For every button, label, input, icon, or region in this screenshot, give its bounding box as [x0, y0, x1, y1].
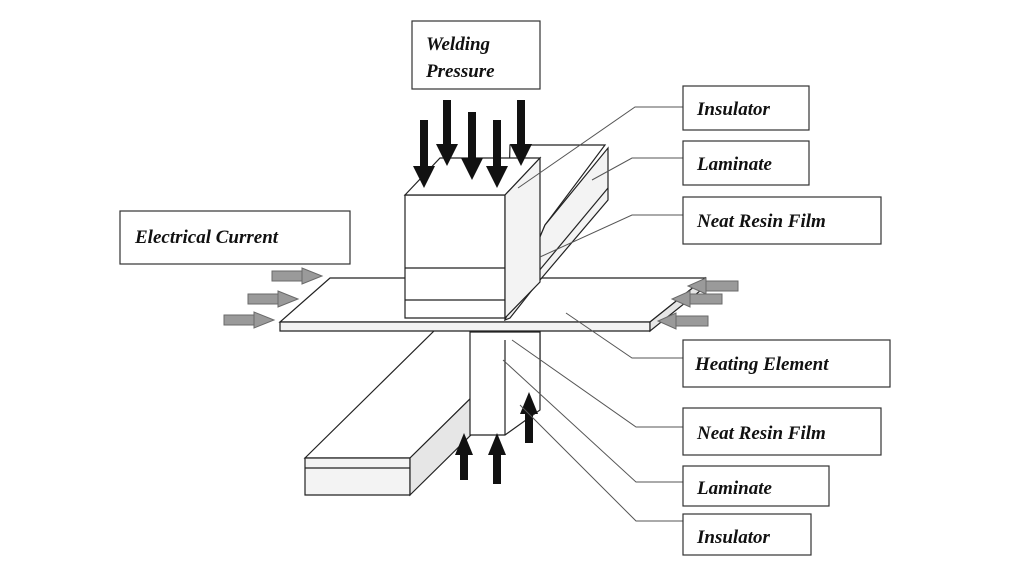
label-electrical-current: Electrical Current	[119, 210, 351, 265]
arrow-up-icon	[455, 433, 473, 480]
welding-pressure-label-line2: Pressure	[425, 61, 495, 82]
arrow-horizontal-icon	[686, 277, 739, 295]
label-heating-element: Heating Element	[682, 339, 891, 388]
arrow-down-icon	[436, 100, 458, 166]
arrow-up-icon	[488, 433, 506, 484]
arrow-down-icon	[461, 112, 483, 180]
laminate-top-label: Laminate	[696, 154, 773, 175]
arrow-horizontal-icon	[247, 290, 300, 308]
arrow-up-icon	[520, 392, 538, 443]
leader-lines	[502, 106, 683, 522]
arrow-down-icon	[486, 120, 508, 188]
neat-resin-film-top-label: Neat Resin Film	[696, 211, 826, 232]
label-neat-resin-film-top: Neat Resin Film	[682, 196, 882, 245]
welding-pressure-label-line1: Welding	[426, 34, 490, 55]
insulator-bottom-label: Insulator	[696, 527, 770, 548]
arrow-horizontal-icon	[670, 290, 723, 308]
reaction-arrows	[455, 392, 538, 484]
laminate-bottom-label: Laminate	[696, 478, 773, 499]
arrow-horizontal-icon	[656, 312, 709, 330]
welding-pressure-arrows	[413, 100, 532, 188]
label-insulator-bottom: Insulator	[682, 513, 812, 556]
arrow-down-icon	[510, 100, 532, 166]
label-neat-resin-film-bottom: Neat Resin Film	[682, 407, 882, 456]
neat-resin-film-bottom-label: Neat Resin Film	[696, 423, 826, 444]
heating-element-label: Heating Element	[694, 354, 829, 375]
label-laminate-top: Laminate	[682, 140, 810, 186]
current-arrows-right	[656, 277, 739, 330]
insulator-top-label: Insulator	[696, 99, 770, 120]
arrow-horizontal-icon	[223, 311, 276, 329]
current-arrows-left	[223, 267, 324, 329]
label-welding-pressure: Welding Pressure	[411, 20, 541, 90]
electrical-current-label: Electrical Current	[134, 227, 279, 248]
label-laminate-bottom: Laminate	[682, 465, 830, 507]
label-insulator-top: Insulator	[682, 85, 810, 131]
arrow-horizontal-icon	[271, 267, 324, 285]
arrow-down-icon	[413, 120, 435, 188]
